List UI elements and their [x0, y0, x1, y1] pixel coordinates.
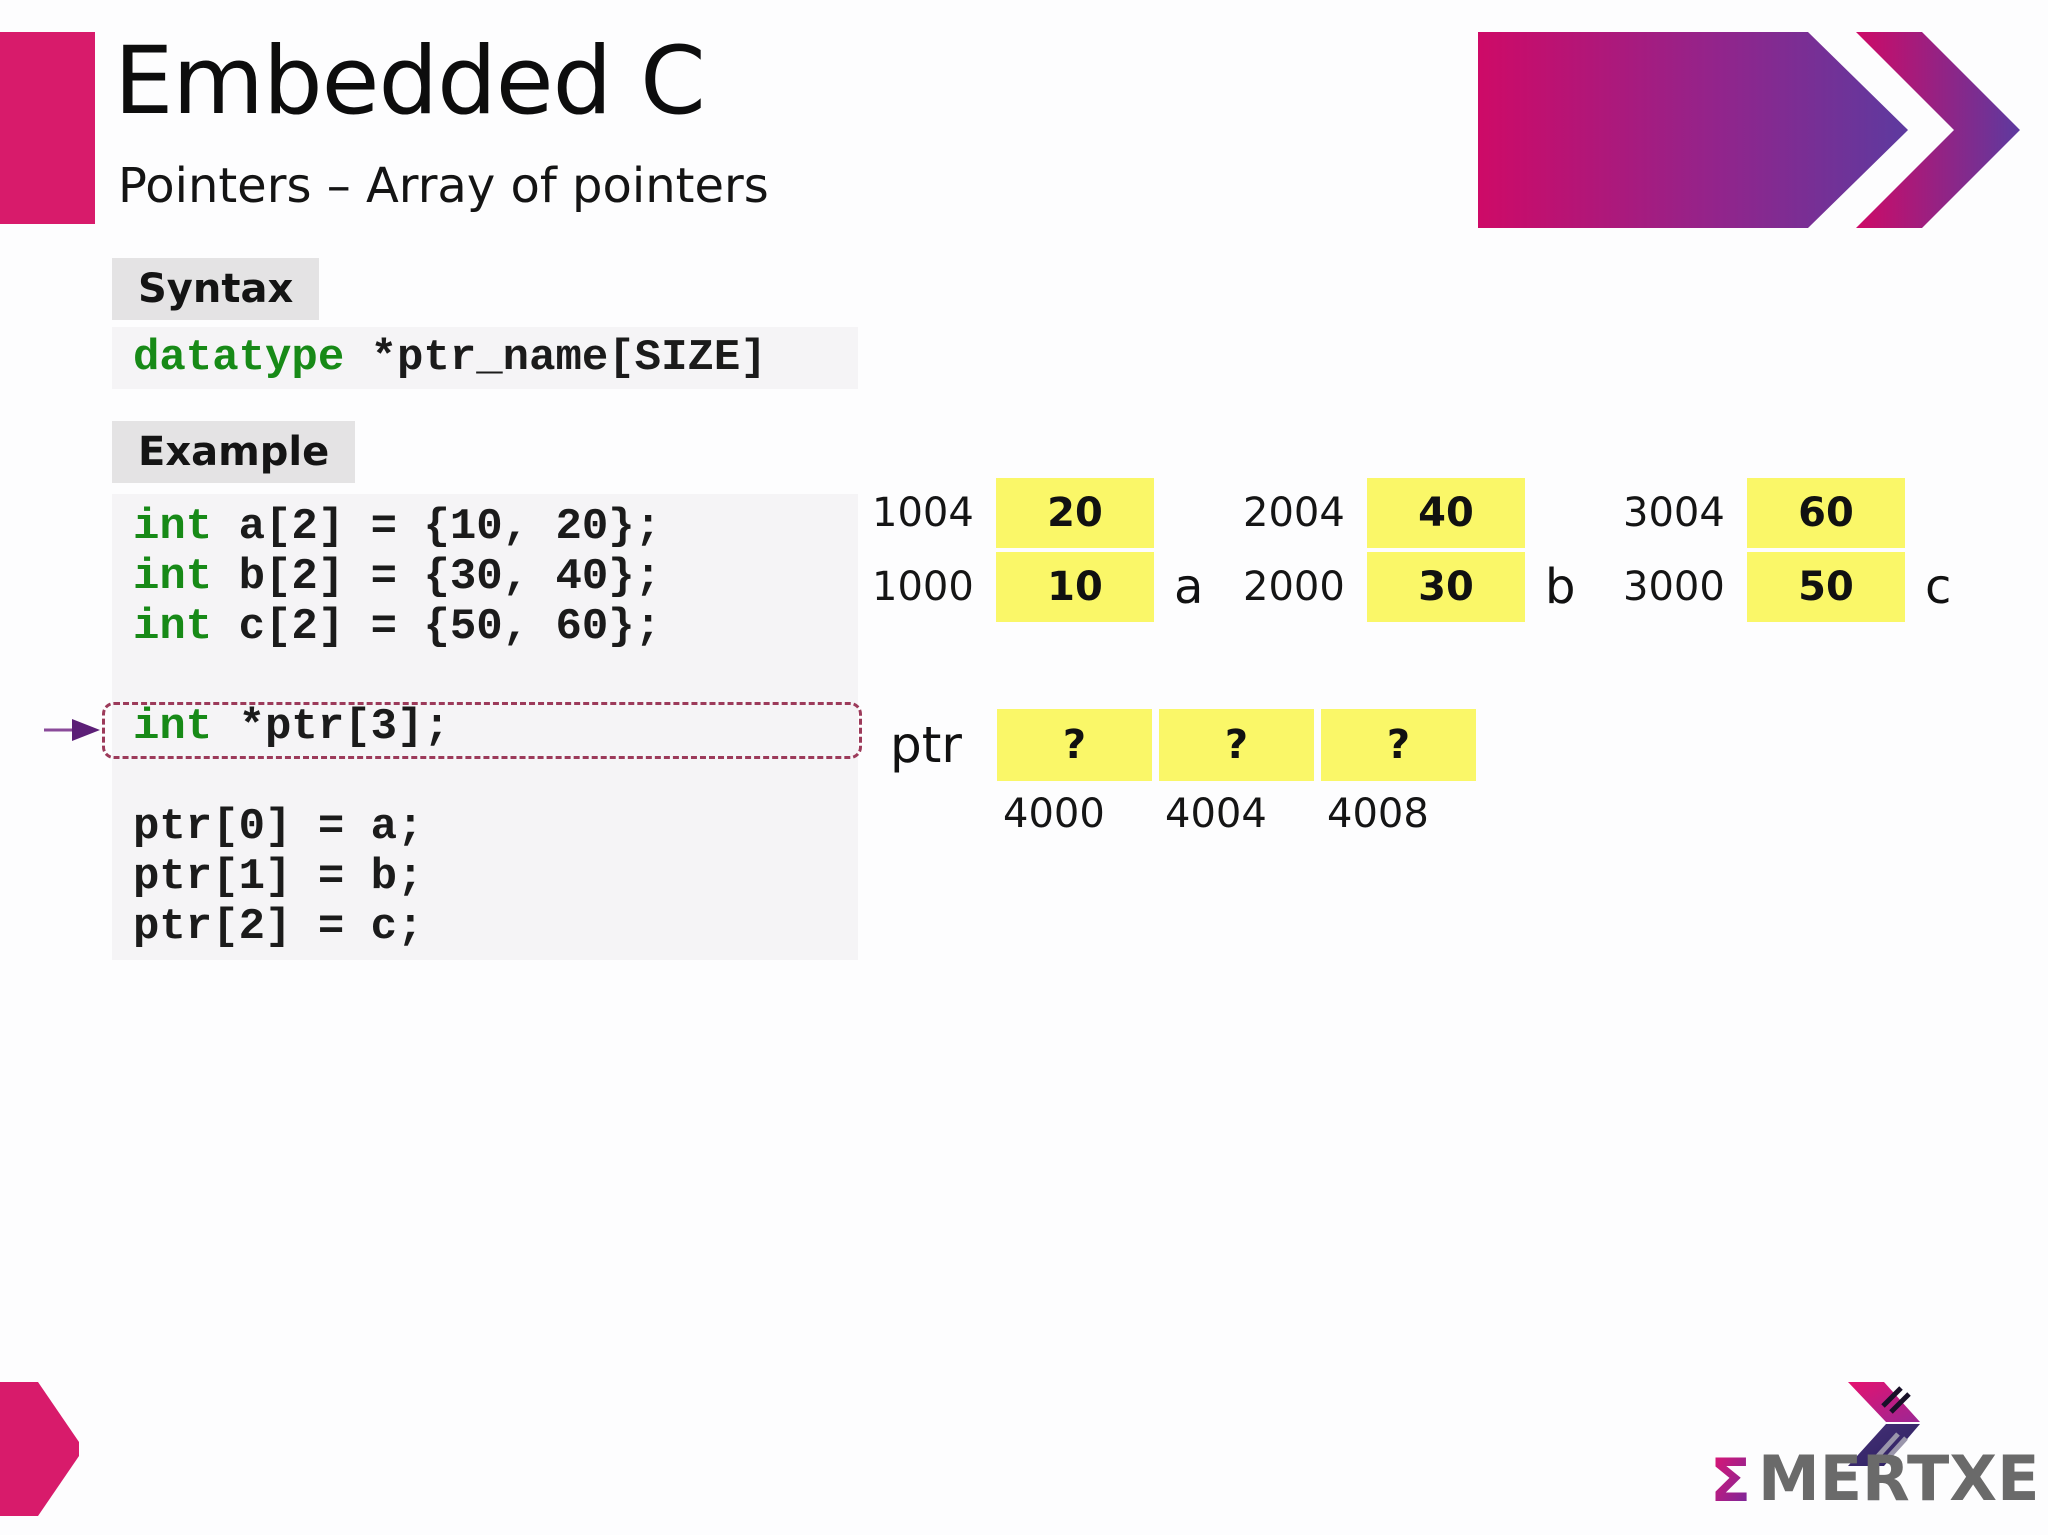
code-line-assign-2: ptr[2] = c;: [133, 902, 424, 952]
example-label: Example: [112, 421, 356, 483]
syntax-keyword: datatype: [133, 333, 345, 383]
code-line-declaration-a: int a[2] = {10, 20};: [133, 502, 662, 552]
ptr-cell: ?: [997, 709, 1152, 781]
page-subtitle: Pointers – Array of pointers: [118, 158, 769, 214]
code-line-ptr-declaration: int *ptr[3];: [133, 702, 450, 752]
memory-row: 2004 40: [1243, 477, 1575, 549]
code-blank-line: [133, 752, 858, 802]
memory-row: 2000 30 b: [1243, 551, 1575, 623]
ptr-declaration-highlight-box: [102, 702, 862, 759]
arrow-banner-shape: [1478, 32, 1908, 228]
address-label: 3004: [1623, 490, 1725, 536]
corner-bottom-arrow-shape: [0, 1382, 79, 1516]
syntax-code: datatype *ptr_name[SIZE]: [112, 327, 858, 389]
memory-cell: 20: [996, 478, 1154, 548]
memory-row: 1004 20: [872, 477, 1203, 549]
memory-row: 1000 10 a: [872, 551, 1203, 623]
logo-text: MERTXE: [1758, 1442, 2040, 1515]
address-label: 1004: [872, 490, 974, 536]
memory-array-a: 1004 20 1000 10 a: [872, 477, 1203, 625]
memory-cell: 60: [1747, 478, 1905, 548]
code-line-assign-1: ptr[1] = b;: [133, 852, 424, 902]
svg-text:Σ: Σ: [1710, 1446, 1751, 1510]
code-blank-line: [133, 652, 858, 702]
address-label: 3000: [1623, 564, 1725, 610]
memory-row: 3004 60: [1623, 477, 1951, 549]
chevron-icon: [1856, 32, 2020, 228]
memory-cell: 50: [1747, 552, 1905, 622]
ptr-array-cells: ? ? ?: [997, 709, 1476, 781]
code-line-declaration-c: int c[2] = {50, 60};: [133, 602, 662, 652]
callout-arrow-icon: [44, 719, 100, 741]
ptr-cell: ?: [1159, 709, 1314, 781]
address-label: 4000: [1003, 791, 1105, 837]
memory-row: 3000 50 c: [1623, 551, 1951, 623]
memory-array-b: 2004 40 2000 30 b: [1243, 477, 1575, 625]
ptr-array-label: ptr: [890, 716, 962, 774]
array-name-label: a: [1174, 559, 1204, 615]
logo-sigma: Σ: [1710, 1446, 1751, 1510]
array-name-label: c: [1925, 559, 1952, 615]
ptr-cell: ?: [1321, 709, 1476, 781]
ptr-array-addresses: 4000 4004 4008: [997, 791, 1476, 837]
page-title: Embedded C: [114, 27, 706, 136]
address-label: 2004: [1243, 490, 1345, 536]
memory-cell: 40: [1367, 478, 1525, 548]
corner-accent-square: [0, 32, 95, 224]
memory-cell: 10: [996, 552, 1154, 622]
address-label: 4004: [1165, 791, 1267, 837]
syntax-label: Syntax: [112, 258, 320, 320]
address-label: 4008: [1327, 791, 1429, 837]
memory-array-c: 3004 60 3000 50 c: [1623, 477, 1951, 625]
address-label: 2000: [1243, 564, 1345, 610]
address-label: 1000: [872, 564, 974, 610]
syntax-code-text: *ptr_name[SIZE]: [344, 333, 767, 383]
array-name-label: b: [1545, 559, 1576, 615]
logo: Σ MERTXE: [1710, 1446, 2039, 1510]
code-line-assign-0: ptr[0] = a;: [133, 802, 424, 852]
code-line-declaration-b: int b[2] = {30, 40};: [133, 552, 662, 602]
header-arrow-graphic: [1478, 32, 2020, 228]
memory-cell: 30: [1367, 552, 1525, 622]
logo-chevron-icon: [1848, 1382, 1920, 1466]
example-code-block: int a[2] = {10, 20}; int b[2] = {30, 40}…: [112, 494, 858, 960]
